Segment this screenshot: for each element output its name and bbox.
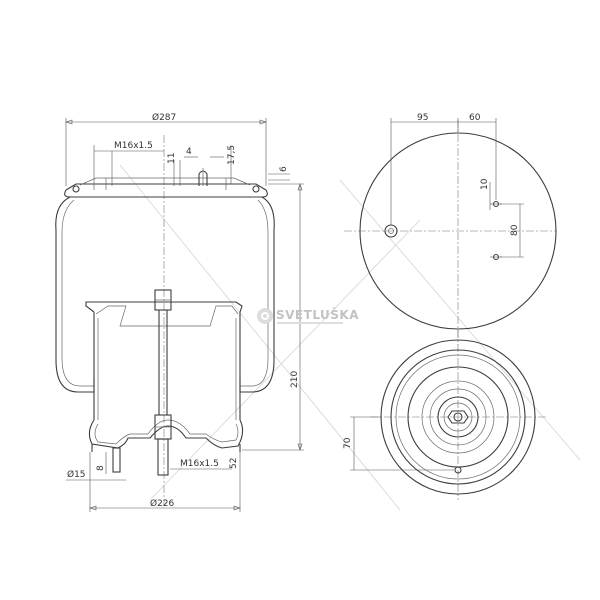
dim-thread-top: M16x1.5 (114, 141, 153, 151)
dim-top-diameter: Ø287 (152, 112, 176, 123)
dim-4: 4 (186, 147, 192, 157)
watermark-lines (119, 164, 581, 511)
dim-pin-diameter: Ø15 (67, 469, 86, 480)
top-view: 95 60 10 80 (344, 113, 557, 345)
dim-11: 11 (167, 153, 177, 164)
bottom-view: 70 (343, 330, 546, 500)
side-view: Ø287 M16x1.5 11 4 17,5 6 210 8 Ø15 (55, 112, 304, 512)
dim-95: 95 (417, 113, 428, 123)
watermark-brand: SVETLUŠKA (276, 307, 359, 322)
dim-base-diameter: Ø226 (150, 498, 175, 509)
dim-70: 70 (343, 437, 353, 449)
dim-8: 8 (96, 465, 106, 471)
dim-height: 210 (290, 371, 300, 388)
dim-80: 80 (510, 224, 520, 236)
dim-17-5: 17,5 (227, 145, 237, 165)
dim-60: 60 (469, 113, 481, 123)
dim-10: 10 (480, 178, 490, 190)
dim-thread-bottom: M16x1.5 (180, 459, 219, 469)
watermark-logo: SVETLUŠKA (257, 307, 359, 324)
dim-6: 6 (279, 166, 289, 172)
dim-52: 52 (229, 458, 239, 469)
